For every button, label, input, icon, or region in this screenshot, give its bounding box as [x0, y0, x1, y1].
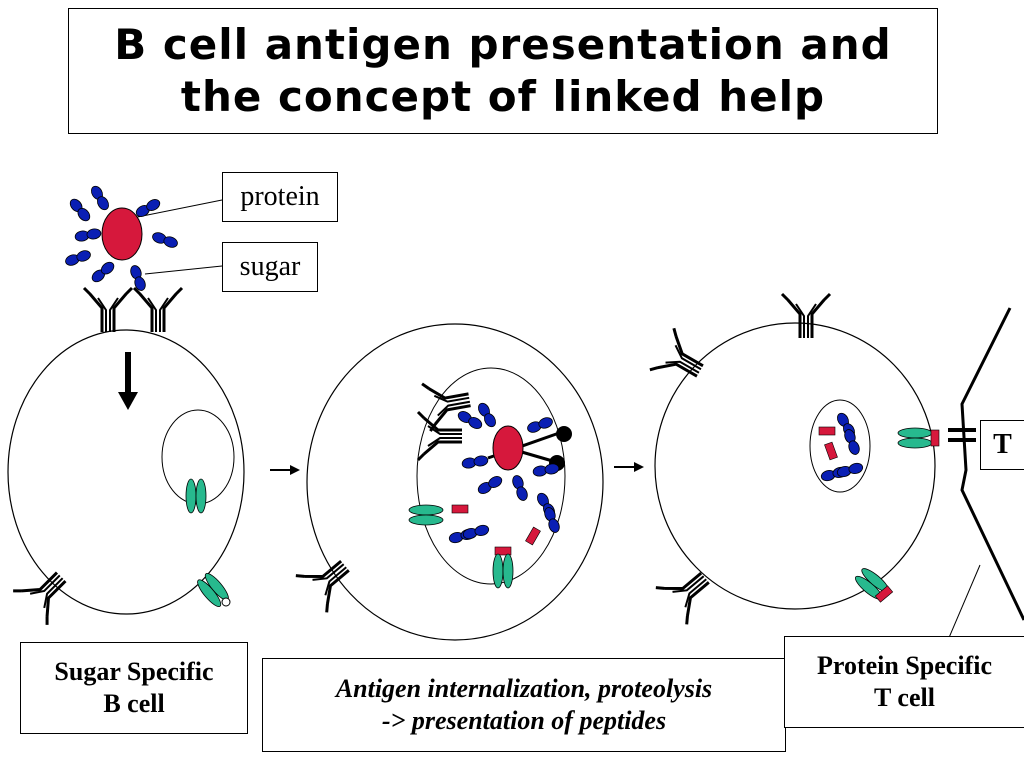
antigen-molecule — [63, 183, 223, 293]
surface-antibody — [780, 292, 832, 340]
title-line-2: the concept of linked help — [180, 72, 826, 121]
process-caption-line-2: -> presentation of peptides — [381, 706, 667, 735]
sugar-label: sugar — [222, 242, 318, 292]
b-cell-caption-line-1: Sugar Specific — [54, 657, 214, 686]
sugar-pointer-line — [144, 265, 223, 275]
surface-antibody — [132, 286, 184, 334]
t-cell-caption: Protein Specific T cell — [784, 636, 1024, 728]
cell-membrane — [306, 323, 604, 641]
process-caption: Antigen internalization, proteolysis -> … — [262, 658, 786, 752]
surface-antibody — [654, 557, 722, 626]
t-box-label: T — [980, 420, 1024, 470]
surface-antibody — [11, 558, 80, 627]
t-cell-caption-line-2: T cell — [874, 683, 935, 712]
process-caption-line-1: Antigen internalization, proteolysis — [335, 674, 713, 703]
mhc-molecule — [185, 478, 207, 514]
title-line-1: B cell antigen presentation and — [114, 20, 892, 69]
protein-core — [492, 425, 524, 471]
protein-core — [101, 207, 143, 261]
b-cell-1 — [7, 286, 245, 627]
protein-label: protein — [222, 172, 338, 222]
surface-antibody — [82, 286, 134, 334]
t-cell-membrane — [960, 307, 1024, 621]
title-box: B cell antigen presentation and the conc… — [68, 8, 938, 134]
b-cell-caption-line-2: B cell — [103, 689, 165, 718]
b-cell-caption: Sugar Specific B cell — [20, 642, 248, 734]
t-cell-pointer-line — [947, 564, 981, 641]
cell-membrane — [654, 322, 936, 610]
endosome — [416, 367, 566, 585]
mhc-molecule — [408, 504, 444, 526]
cell-membrane — [7, 329, 245, 615]
step-arrow-1 — [270, 465, 300, 475]
step-arrow-2 — [614, 462, 644, 472]
t-cell — [947, 307, 1024, 641]
endosome — [809, 399, 871, 493]
surface-antibody — [294, 545, 362, 614]
b-cell-2 — [294, 323, 604, 641]
b-cell-3 — [648, 292, 940, 626]
mhc-molecule — [897, 427, 933, 449]
t-cell-caption-line-1: Protein Specific — [817, 651, 992, 680]
